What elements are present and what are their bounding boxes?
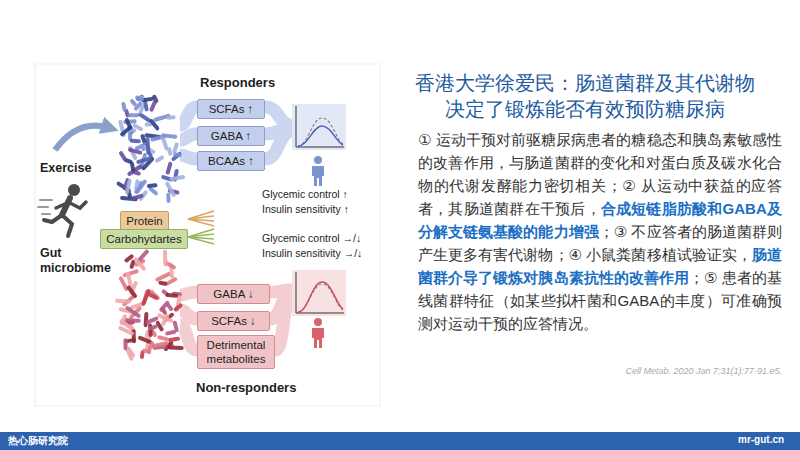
citation: Cell Metab. 2020 Jan 7;31(1):77-91.e5. xyxy=(560,366,782,376)
metabolite-box: Carbohydartes xyxy=(100,229,188,249)
glucose-curve-chart xyxy=(292,104,346,150)
bacterium xyxy=(134,179,147,195)
bacterium xyxy=(121,102,127,113)
bacterium xyxy=(131,329,136,343)
bacterium xyxy=(130,139,141,143)
figure-label: Glycemic control ↑ xyxy=(262,188,348,200)
bacterium xyxy=(148,324,158,331)
bacterium xyxy=(131,193,144,200)
bacterium xyxy=(151,341,169,349)
box-text: Detrimental metabolites xyxy=(207,339,266,365)
metabolite-box: Detrimental metabolites xyxy=(197,335,275,369)
bacterium xyxy=(155,271,172,282)
bacterium xyxy=(155,320,164,332)
figure-label: Gut microbiome xyxy=(40,246,120,276)
runner-icon xyxy=(38,184,86,236)
bacterium xyxy=(161,313,170,326)
bacterium xyxy=(136,156,153,164)
person-icon xyxy=(312,156,324,186)
bacterium xyxy=(143,101,149,112)
figure-label: Insulin sensitivity ↑ xyxy=(262,203,349,215)
bacterium xyxy=(119,124,133,137)
metabolite-box: BCAAs ↑ xyxy=(197,151,265,171)
bacterium xyxy=(118,150,127,161)
bacterium xyxy=(135,94,144,102)
bacterium xyxy=(141,288,152,306)
bacterium xyxy=(168,336,181,342)
bacterium xyxy=(126,346,136,358)
bacterium xyxy=(169,175,185,182)
bacterium xyxy=(172,142,179,154)
bacterium xyxy=(126,285,138,299)
bacterium xyxy=(124,318,140,323)
bacterium xyxy=(161,133,178,139)
bacterium xyxy=(128,147,143,155)
slide-title: 香港大学徐爱民：肠道菌群及其代谢物 决定了锻炼能否有效预防糖尿病 xyxy=(405,70,765,122)
metabolite-box: Protein xyxy=(120,211,169,231)
figure-label: Exercise xyxy=(40,161,91,176)
box-text: GABA ↑ xyxy=(211,130,251,142)
bacterium xyxy=(129,98,137,107)
summary-paragraph: ① 运动干预对前驱糖尿病患者的糖稳态和胰岛素敏感性的改善作用，与肠道菌群的变化和… xyxy=(418,128,782,335)
metabolite-box: SCFAs ↓ xyxy=(197,311,270,331)
nutrient-fan xyxy=(188,211,214,244)
bacterium xyxy=(159,300,171,312)
bacterium xyxy=(165,293,178,298)
bacteria-cluster xyxy=(115,249,184,361)
bacterium xyxy=(142,348,152,355)
footer-bar xyxy=(0,432,800,450)
bacterium xyxy=(135,95,145,101)
bacterium xyxy=(163,250,167,267)
bacterium xyxy=(125,305,142,319)
person-icon xyxy=(312,318,324,348)
bacterium xyxy=(147,183,158,188)
exercise-arrow xyxy=(55,126,110,150)
bacterium xyxy=(118,276,129,292)
bacterium xyxy=(172,320,179,332)
figure-label: Insulin sensitivity →/↓ xyxy=(262,247,362,259)
metabolite-box: GABA ↓ xyxy=(197,284,270,304)
box-text: SCFAs ↓ xyxy=(211,315,256,327)
bacterium xyxy=(125,178,132,194)
bacterium xyxy=(166,115,175,120)
bacterium xyxy=(157,335,169,341)
footer-text: mr-gut.cn xyxy=(738,434,784,445)
bacterium xyxy=(149,118,160,131)
figure-label: Non-responders xyxy=(196,380,296,395)
bacterium xyxy=(166,193,170,203)
bacterium xyxy=(128,113,139,117)
metabolite-box: SCFAs ↑ xyxy=(197,99,265,119)
bacterium xyxy=(154,155,164,164)
footer-text: 热心肠研究院 xyxy=(8,434,68,448)
metabolite-box: GABA ↑ xyxy=(197,126,265,146)
bacterium xyxy=(122,269,139,278)
bacterium xyxy=(143,312,148,327)
box-text: BCAAs ↑ xyxy=(208,155,254,167)
bacterium xyxy=(119,318,134,330)
box-text: Protein xyxy=(126,215,162,227)
bacterium xyxy=(165,161,172,175)
box-text: GABA ↓ xyxy=(213,288,253,300)
box-text: Carbohydartes xyxy=(106,233,181,245)
bacterium xyxy=(149,97,159,112)
figure-panel xyxy=(35,64,380,406)
figure-label: Glycemic control →/↓ xyxy=(262,232,361,244)
bacterium xyxy=(115,299,131,304)
bacterium xyxy=(168,345,184,350)
bacterium xyxy=(133,257,147,272)
bacterium xyxy=(158,280,168,286)
bacterium xyxy=(124,254,135,263)
bacterium xyxy=(145,137,150,154)
bacterium xyxy=(173,152,182,157)
bacteria-cluster xyxy=(116,94,186,203)
bacterium xyxy=(171,151,183,162)
bacterium xyxy=(165,330,177,336)
figure-label: Responders xyxy=(200,75,275,90)
bacterium xyxy=(130,161,136,171)
glucose-curve-chart xyxy=(292,270,346,316)
box-text: SCFAs ↑ xyxy=(209,103,254,115)
bacterium xyxy=(173,303,184,312)
bacterium xyxy=(165,181,177,198)
